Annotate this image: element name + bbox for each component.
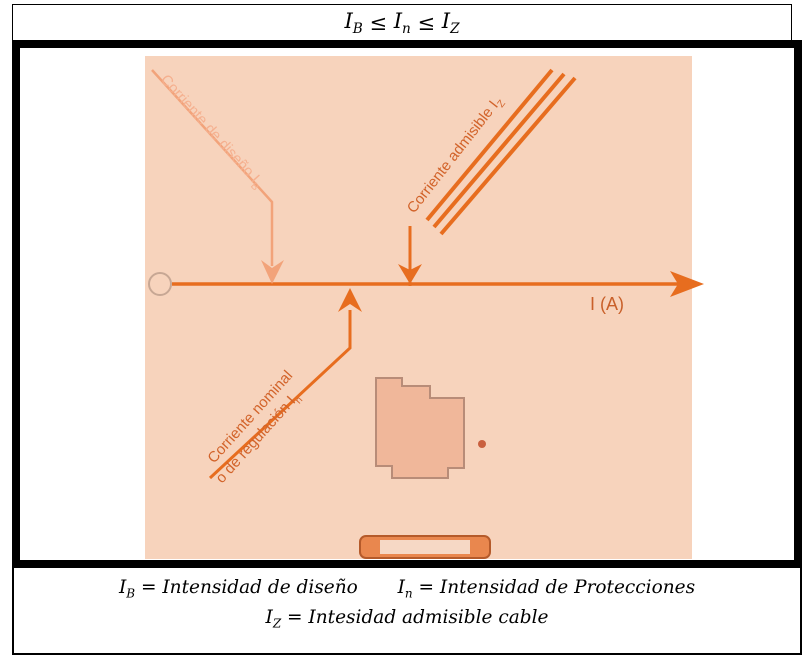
diagram-frame: I (A) Corriente de diseño IB Corriente a…	[12, 40, 802, 568]
legend-line-1: IB = Intensidad de diseño In = Intensida…	[14, 576, 800, 606]
cable-line-3	[439, 76, 577, 236]
cable-line-2	[432, 72, 566, 229]
legend-ib: IB = Intensidad de diseño	[118, 577, 358, 601]
axis-arrowhead	[670, 271, 704, 297]
nominal-current-arrow	[208, 310, 352, 480]
design-arrowhead	[261, 260, 284, 284]
origin-circle	[148, 272, 172, 296]
leq-symbol-2: ≤	[410, 11, 442, 35]
formula-ib: IB	[344, 8, 363, 38]
design-current-arrow	[151, 69, 274, 266]
axis-label: I (A)	[590, 294, 624, 314]
admissible-arrowhead	[398, 264, 422, 284]
current-diagram: I (A) Corriente de diseño IB Corriente a…	[145, 56, 704, 559]
legend-line-2: IZ = Intesidad admisible cable	[14, 606, 800, 636]
breaker-device-icon	[375, 377, 465, 479]
legend-box: IB = Intensidad de diseño In = Intensida…	[12, 568, 802, 655]
legend-in: In = Intensidad de Protecciones	[397, 577, 696, 601]
legend-iz: IZ = Intesidad admisible cable	[265, 606, 549, 631]
formula-iz: IZ	[441, 8, 460, 38]
formula-header: IB ≤ In ≤ IZ	[12, 4, 792, 42]
formula-in: In	[393, 8, 411, 38]
breaker-knob-icon	[478, 440, 486, 448]
nominal-arrowhead	[338, 288, 362, 312]
cable-line-1	[425, 68, 554, 222]
fuse-glass	[380, 540, 470, 554]
leq-symbol-1: ≤	[362, 11, 394, 35]
